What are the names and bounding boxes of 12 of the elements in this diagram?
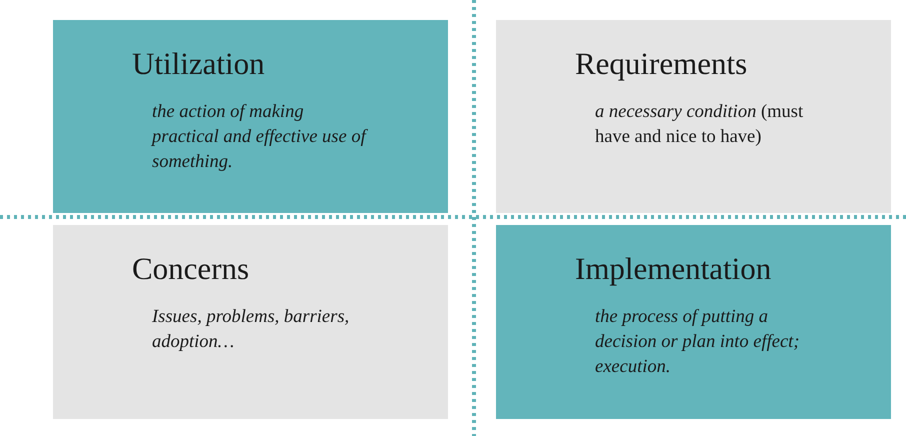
quadrant-box	[496, 225, 891, 419]
quadrant-description: a necessary condition (must have and nice to have)	[595, 101, 804, 149]
quadrant-heading: Implementation	[575, 251, 772, 287]
quadrant-heading: Utilization	[132, 46, 265, 82]
quadrant-box	[53, 225, 448, 419]
quadrant-description: Issues, problems, barriers, adoption…	[152, 306, 350, 354]
quadrant-box	[496, 20, 891, 213]
quadrant-description: the process of putting a decision or plan into effect; execution.	[595, 306, 800, 379]
quadrant-heading: Requirements	[575, 46, 748, 82]
quadrant-description: the action of making practical and effective use of something.	[152, 101, 369, 174]
quadrant-box	[53, 20, 448, 213]
quadrant-heading: Concerns	[132, 251, 250, 287]
